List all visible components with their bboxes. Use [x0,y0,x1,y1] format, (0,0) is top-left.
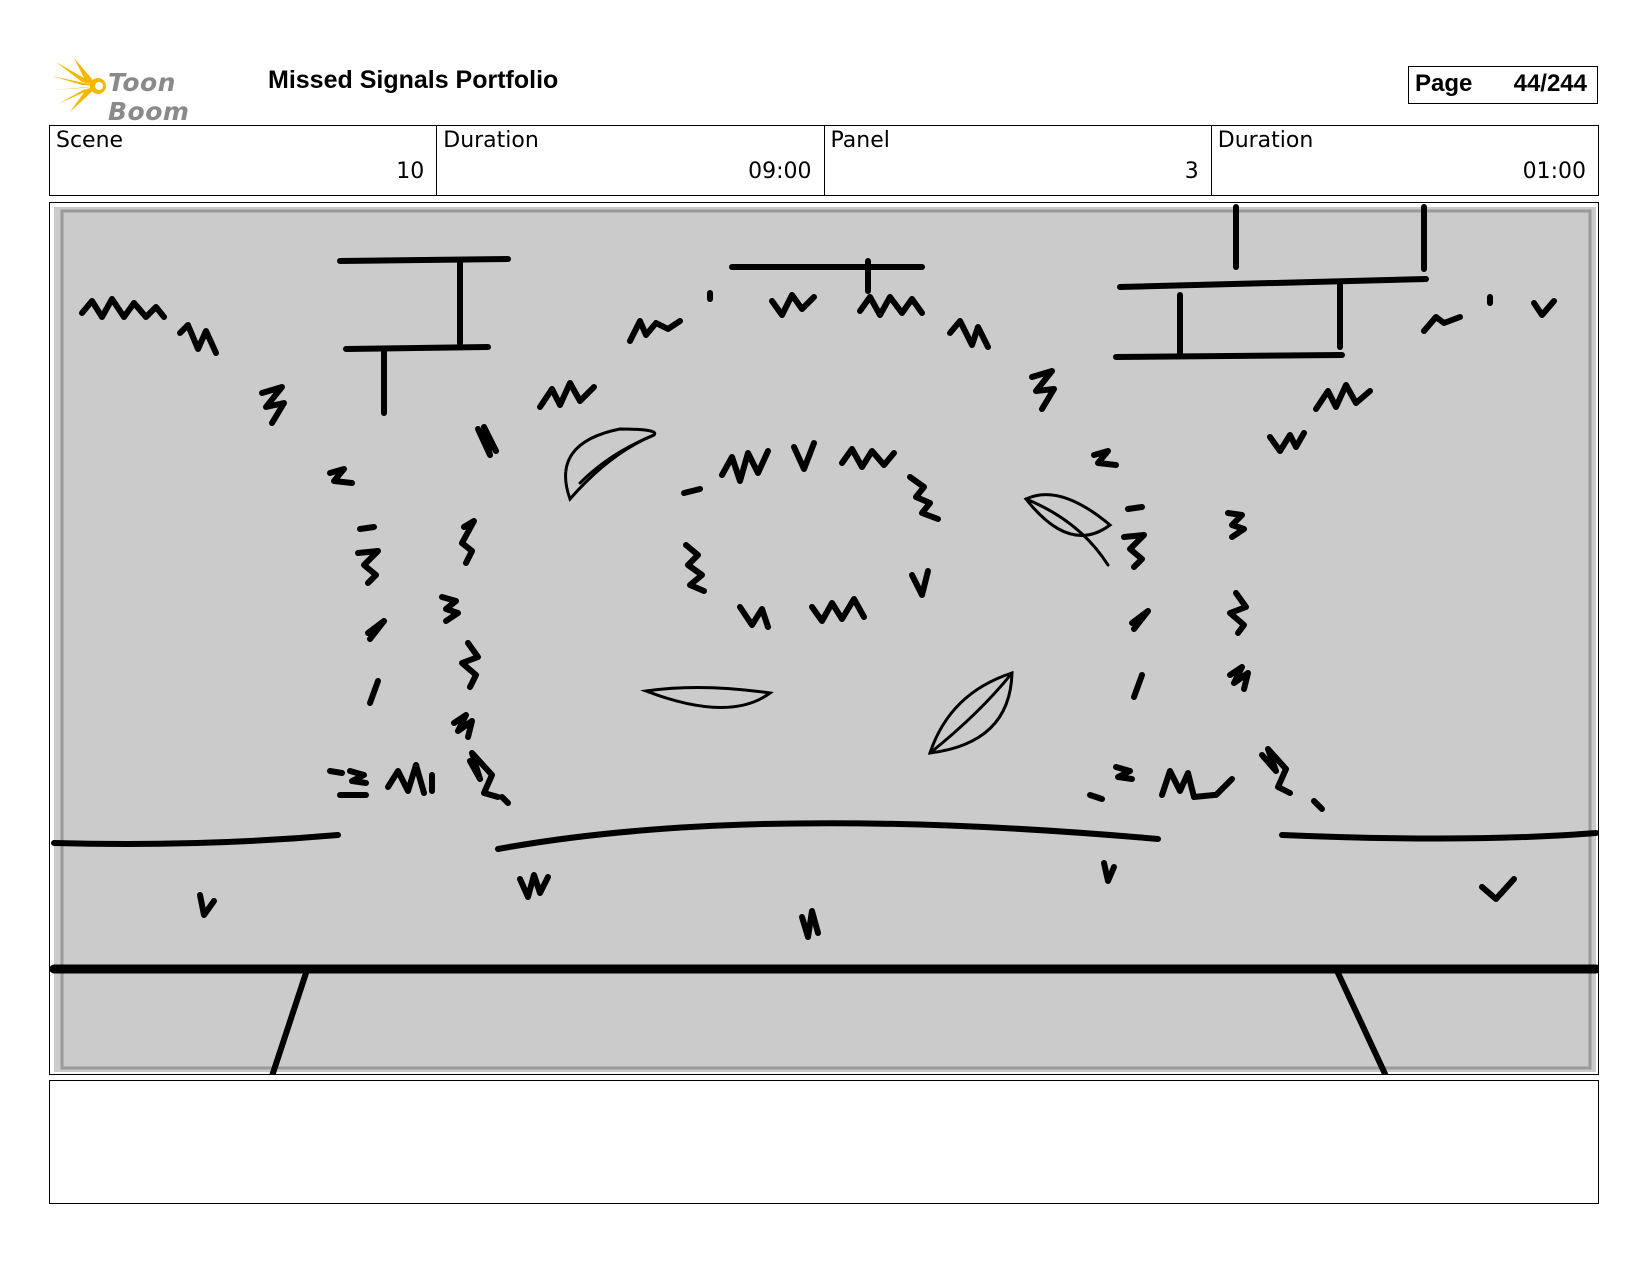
page-label: Page [1415,70,1473,97]
page-number: 44/244 [1513,70,1587,97]
starburst-icon [52,58,106,112]
page-indicator: Page 44/244 [1408,66,1598,104]
scene-duration-label: Duration [443,128,539,153]
scene-duration-cell: Duration 09:00 [437,126,825,195]
panel-value: 3 [1184,159,1199,184]
storyboard-panel [49,202,1599,1075]
panel-duration-value: 01:00 [1522,159,1586,184]
panel-duration-cell: Duration 01:00 [1212,126,1598,195]
scene-duration-value: 09:00 [748,159,812,184]
scene-value: 10 [396,159,425,184]
panel-cell: Panel 3 [825,126,1212,195]
panel-label: Panel [830,128,890,153]
document-title: Missed Signals Portfolio [268,66,559,94]
panel-sketch [50,203,1598,1074]
scene-label: Scene [56,128,124,153]
panel-notes-box [49,1080,1599,1204]
scene-cell: Scene 10 [50,126,438,195]
toon-boom-logo: Toon Boom [52,58,252,126]
panel-duration-label: Duration [1217,128,1314,153]
logo-text: Toon Boom [108,68,190,126]
panel-info-table: Scene 10 Duration 09:00 Panel 3 Duration… [49,125,1599,196]
